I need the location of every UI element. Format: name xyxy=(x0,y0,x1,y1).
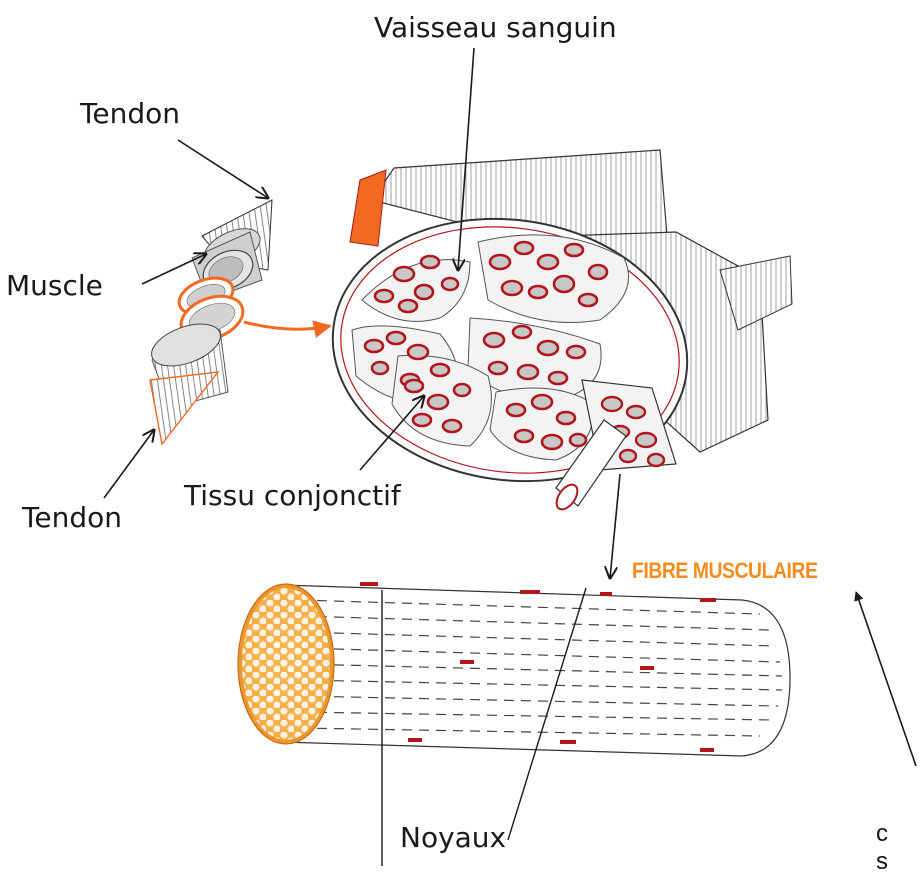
tendon-top-pointer xyxy=(178,140,268,198)
muscle-fibre-cylinder xyxy=(238,582,790,756)
label-noyaux: Noyaux xyxy=(400,824,506,852)
tendon-bottom-pointer xyxy=(104,430,154,498)
label-fibre-musculaire: FIBRE MUSCULAIRE xyxy=(632,560,817,582)
fibre-pointer xyxy=(610,474,620,578)
fibre-label-pointer xyxy=(856,592,916,766)
small-muscle-illustration xyxy=(146,200,272,444)
zoom-arrow xyxy=(244,322,330,329)
label-tendon-top: Tendon xyxy=(80,100,180,128)
cut-text-line2: s xyxy=(876,850,888,874)
muscle-cross-section xyxy=(316,150,792,513)
label-muscle: Muscle xyxy=(6,272,103,300)
label-tendon-bottom: Tendon xyxy=(22,504,122,532)
label-tissu-conjonctif: Tissu conjonctif xyxy=(184,482,401,510)
label-vaisseau-sanguin: Vaisseau sanguin xyxy=(374,14,617,42)
cut-text-line1: c xyxy=(876,822,888,846)
